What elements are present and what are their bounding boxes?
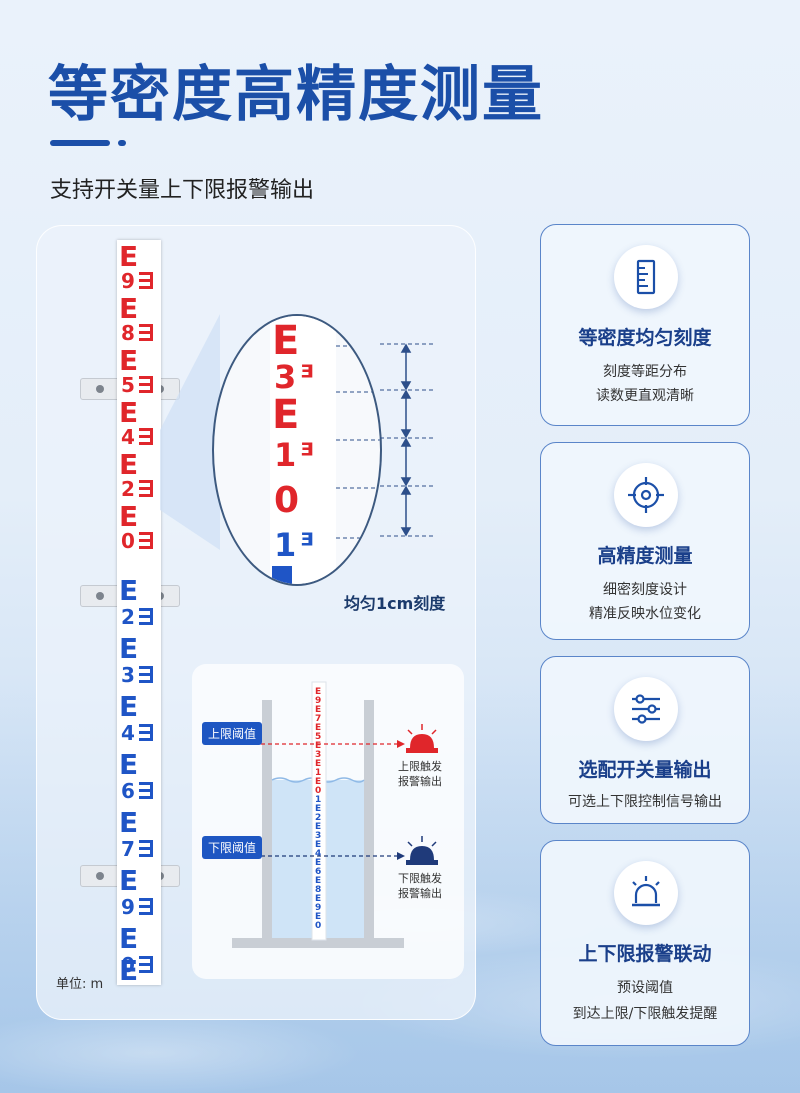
mini-ruler-mark: 9 (315, 903, 321, 913)
mini-ruler-mark: E (315, 741, 321, 751)
ruler-e-mark: E (119, 806, 138, 839)
zoom-magnifier: E 3 ᴲ E 1 ᴲ 0 1 ᴲ (212, 314, 382, 586)
mini-ruler-mark: 0 (315, 921, 321, 931)
mini-ruler-mark: 7 (315, 714, 321, 724)
card-line: 细密刻度设计 (603, 582, 687, 598)
mini-ruler-mark: E (315, 759, 321, 769)
ruler-e-mark: E (119, 448, 138, 481)
mini-ruler-mark: 3 (315, 750, 321, 760)
mini-ruler-mark: 0 (315, 786, 321, 796)
page-subtitle: 支持开关量上下限报警输出 (50, 178, 315, 203)
zoom-digit: 3 (274, 358, 296, 396)
upper-threshold-tag: 上限阈值 (202, 722, 263, 745)
feature-card: 选配开关量输出 可选上下限控制信号输出 (540, 656, 750, 824)
mini-ruler-mark: E (315, 723, 321, 733)
crosshair-icon (614, 463, 678, 527)
mini-ruler-mark: 1 (315, 795, 321, 805)
scale-label: 均匀1cm刻度 (344, 594, 446, 613)
ruler-e-mark: E (119, 574, 138, 607)
zoom-digit: 1 (274, 436, 296, 474)
ruler-icon (614, 245, 678, 309)
mini-ruler-mark: 5 (315, 732, 321, 742)
mini-ruler-mark: E (315, 687, 321, 697)
mini-ruler-mark: 2 (315, 813, 321, 823)
ruler-digit: 7 (121, 837, 135, 861)
svg-text:ᴲ: ᴲ (300, 358, 314, 396)
ruler-e-mark: E (119, 632, 138, 665)
mini-ruler-mark: 6 (315, 867, 321, 877)
ruler-digit: 8 (121, 321, 135, 345)
ruler-digit: 0 (121, 529, 135, 553)
feature-card: 高精度测量 细密刻度设计 精准反映水位变化 (540, 442, 750, 640)
ruler-e-mark: E (119, 864, 138, 897)
card-line: 精准反映水位变化 (589, 606, 701, 622)
ruler-digit: 4 (121, 425, 135, 449)
mini-ruler-mark: E (315, 858, 321, 868)
mini-ruler-mark: E (315, 840, 321, 850)
ruler-e-mark: E (119, 292, 138, 325)
card-title: 高精度测量 (597, 545, 693, 567)
ruler-e-mark: E (119, 500, 138, 533)
mini-ruler-mark: E (315, 804, 321, 814)
feature-card: 上下限报警联动 预设阈值 到达上限/下限触发提醒 (540, 840, 750, 1046)
ruler-digit: 6 (121, 779, 135, 803)
lower-threshold-tag: 下限阈值 (202, 836, 263, 859)
zoom-digit: 0 (274, 480, 299, 521)
lower-alarm-text: 下限触发报警输出 (398, 872, 442, 900)
card-line: 刻度等距分布 (603, 364, 687, 380)
mini-ruler-mark: 4 (315, 849, 321, 859)
ruler-e-mark: E (119, 748, 138, 781)
ruler-e-mark: E (119, 344, 138, 377)
card-line: 到达上限/下限触发提醒 (572, 1006, 718, 1022)
ruler-digit: 9 (121, 269, 135, 293)
ruler-digit: 5 (121, 373, 135, 397)
spacing-arrows (380, 343, 436, 537)
ruler-e-mark: E (119, 954, 138, 985)
ruler-e-mark: E (119, 240, 138, 273)
ruler-digit: 2 (121, 477, 135, 501)
ruler-digit: 9 (121, 895, 135, 919)
svg-text:E: E (272, 392, 299, 438)
sliders-icon (614, 677, 678, 741)
card-line: 预设阈值 (617, 980, 673, 996)
upper-alarm-text: 上限触发报警输出 (398, 760, 442, 788)
zoom-cone (160, 314, 220, 550)
card-title: 上下限报警联动 (578, 943, 712, 965)
ruler-digit: 2 (121, 605, 135, 629)
card-title: 选配开关量输出 (578, 759, 712, 781)
feature-card: 等密度均匀刻度 刻度等距分布 读数更直观清晰 (540, 224, 750, 426)
card-line: 可选上下限控制信号输出 (568, 794, 722, 810)
mini-ruler-mark: 9 (315, 696, 321, 706)
mini-ruler-mark: E (315, 705, 321, 715)
mini-ruler-mark: E (315, 912, 321, 922)
zoom-digit: 1 (274, 526, 296, 564)
mini-ruler-mark: E (315, 777, 321, 787)
ruler-e-mark: E (119, 396, 138, 429)
svg-text:E: E (272, 318, 299, 364)
card-line: 读数更直观清晰 (596, 388, 694, 404)
red-siren-icon (406, 724, 438, 753)
card-title: 等密度均匀刻度 (578, 327, 712, 349)
ruler-e-mark: E (119, 922, 138, 955)
mini-ruler-mark: E (315, 894, 321, 904)
mini-ruler-mark: 3 (315, 831, 321, 841)
svg-text:ᴲ: ᴲ (300, 436, 314, 474)
ruler-digit: 0 (121, 953, 135, 977)
svg-text:ᴲ: ᴲ (300, 526, 314, 564)
ruler-digit: 3 (121, 663, 135, 687)
mini-ruler-mark: E (315, 876, 321, 886)
unit-label: 单位: m (56, 977, 104, 992)
mini-ruler-mark: E (315, 822, 321, 832)
mini-ruler-mark: 8 (315, 885, 321, 895)
ruler-digit: 4 (121, 721, 135, 745)
mini-ruler-mark: 1 (315, 768, 321, 778)
ruler-e-mark: E (119, 690, 138, 723)
siren-icon (614, 861, 678, 925)
blue-siren-icon (406, 836, 438, 865)
page-title: 等密度高精度测量 (48, 60, 544, 130)
